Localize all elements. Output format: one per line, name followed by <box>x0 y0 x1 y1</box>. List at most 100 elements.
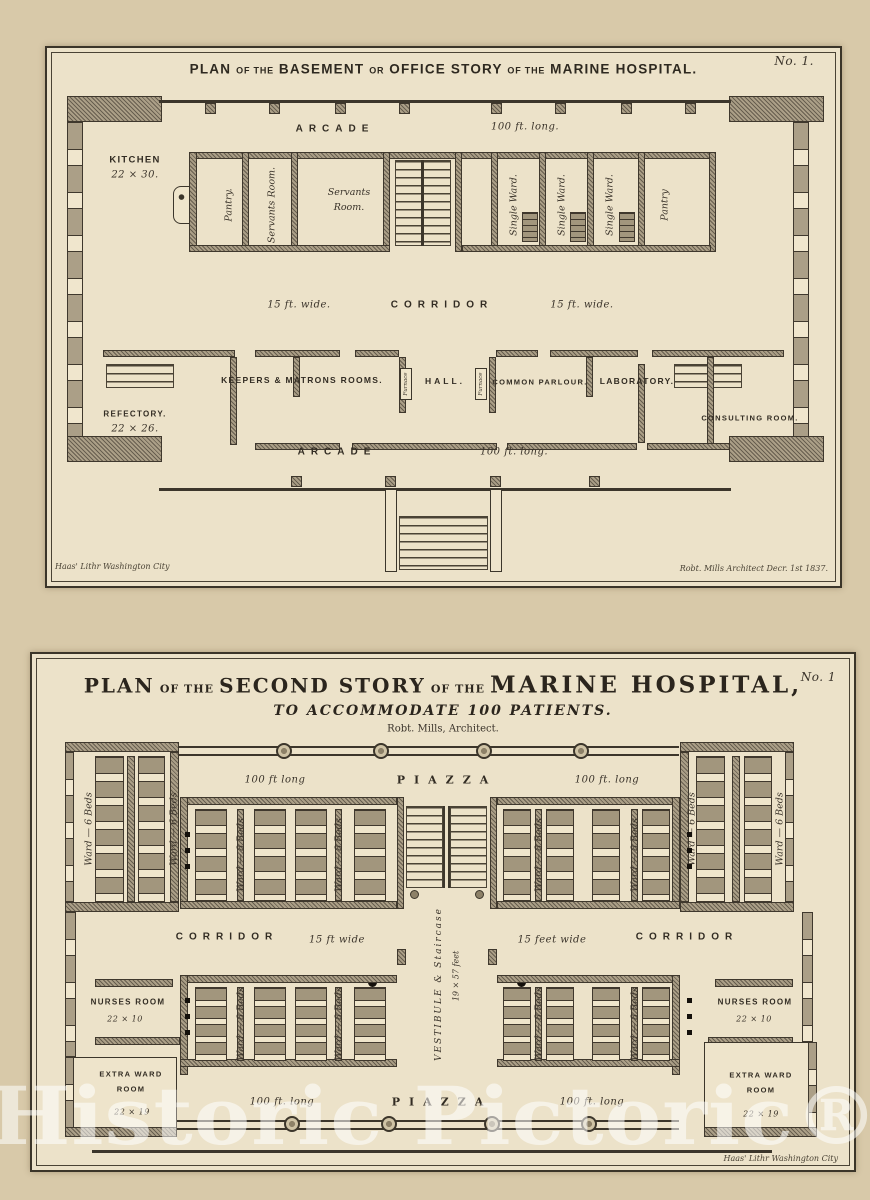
wall-segment <box>127 756 135 902</box>
title-part: BASEMENT <box>278 61 365 77</box>
title-part: PLAN <box>189 61 232 77</box>
ward-8-beds-label: Ward — 8 Beds <box>235 818 247 892</box>
servants-room-vertical-label: Servants Room. <box>266 166 278 244</box>
corridor-label: CORRIDOR <box>390 299 494 311</box>
vestibule-size-label: 19 × 57 feet <box>451 950 461 1002</box>
wall-segment <box>180 975 397 983</box>
piazza-line <box>177 1120 679 1122</box>
wall-segment <box>709 152 716 252</box>
wall-east <box>785 752 794 902</box>
bed-row <box>195 809 227 901</box>
stove-dot <box>185 1030 190 1035</box>
wall-segment <box>335 987 342 1061</box>
entry-stair-wall <box>490 489 502 572</box>
piazza-column <box>381 1116 397 1132</box>
bed-row <box>592 809 620 901</box>
bed-row <box>546 809 574 901</box>
wall-segment <box>170 752 179 902</box>
bed-row <box>354 809 386 901</box>
stove-dot <box>687 848 692 853</box>
wall-segment <box>291 152 298 252</box>
wall-segment <box>497 975 680 983</box>
title-part: OF THE <box>507 65 546 76</box>
wall-pavilion <box>729 96 824 122</box>
extra-ward-room-label: ROOM <box>116 1084 146 1094</box>
wall-segment <box>715 979 793 987</box>
wall-segment <box>680 902 794 912</box>
plate-subtitle: TO ACCOMMODATE 100 PATIENTS. <box>273 703 613 719</box>
stove-dot <box>687 832 692 837</box>
wall-segment <box>586 357 593 397</box>
bed-row <box>744 756 772 902</box>
consulting-room-label: CONSULTING ROOM. <box>701 413 799 423</box>
wall-segment <box>550 350 638 357</box>
bed-row <box>295 987 327 1061</box>
title-part: SECOND STORY <box>219 673 426 698</box>
wall-segment <box>455 152 462 252</box>
servants-room-label: Servants Room. <box>327 186 371 213</box>
wall-segment <box>103 350 235 357</box>
stove-dot <box>185 998 190 1003</box>
wall-pavilion <box>729 436 824 462</box>
wall-segment <box>497 1059 680 1067</box>
wall-segment <box>489 357 496 413</box>
bed-row <box>592 987 620 1061</box>
extra-ward-label: EXTRA WARD <box>99 1069 163 1079</box>
stair-flight <box>450 806 487 888</box>
wall-segment <box>180 797 397 805</box>
wall-segment <box>255 350 340 357</box>
nurses-room-size-label: 22 × 10 <box>107 1014 143 1024</box>
piazza-column <box>573 743 589 759</box>
ward-8-beds-label: Ward — 8 Beds <box>333 818 345 892</box>
corridor-width-label: 15 ft. wide. <box>267 299 331 311</box>
piazza-length-label: 100 ft. long <box>249 1096 315 1108</box>
piazza-column <box>484 1116 500 1132</box>
lithographer-credit: Haas' Lithr Washington City <box>55 562 170 571</box>
bed-row <box>354 987 386 1061</box>
wall-segment <box>237 987 244 1061</box>
arcade-pier <box>205 103 216 114</box>
piazza-column <box>373 743 389 759</box>
entry-stair-wall <box>385 489 397 572</box>
bed-row <box>642 809 670 901</box>
ward-bed <box>522 212 538 242</box>
arcade-bottom-label: ARCADE <box>297 446 377 458</box>
bed-row <box>503 987 531 1061</box>
piazza-length-label: 100 ft. long <box>559 1096 625 1108</box>
refectory-label: REFECTORY. <box>103 409 167 419</box>
wall-west <box>65 912 76 1057</box>
ward-6-beds-label: Ward — 6 Beds <box>83 792 95 866</box>
wall-segment <box>189 245 390 252</box>
bed-row <box>546 987 574 1061</box>
architect-credit: Robt. Mills Architect Decr. 1st 1837. <box>679 564 828 573</box>
wall-segment <box>355 350 399 357</box>
piazza-column <box>581 1116 597 1132</box>
wall-segment <box>237 809 244 901</box>
piazza-line <box>177 1128 679 1130</box>
wall-east <box>802 912 813 1042</box>
wall-segment <box>397 797 404 909</box>
wall-segment <box>180 797 188 909</box>
arcade-line <box>159 488 731 491</box>
bed-row <box>195 987 227 1061</box>
wall-segment <box>672 975 680 1075</box>
plate-title: PLAN OF THE SECOND STORY OF THE MARINE H… <box>84 672 802 699</box>
wall-segment <box>497 901 680 909</box>
plate-inner-frame <box>51 52 836 582</box>
piazza-column <box>276 743 292 759</box>
stair-newel <box>475 890 484 899</box>
wall-segment <box>462 245 711 252</box>
common-parlour-label: COMMON PARLOUR. <box>492 377 588 387</box>
stair-rail <box>443 806 450 888</box>
arcade-label: ARCADE <box>295 123 375 135</box>
wall-segment <box>638 152 645 252</box>
wall-segment <box>95 979 173 987</box>
nurses-room-label: NURSES ROOM <box>90 997 166 1007</box>
refectory-size-label: 22 × 26. <box>111 423 159 435</box>
wall-segment <box>535 987 542 1061</box>
wall-segment <box>65 742 179 752</box>
arcade-line <box>159 100 731 103</box>
arcade-bottom-length-label: 100 ft. long. <box>479 446 549 458</box>
pantry-left-label: Pantry. <box>223 188 235 222</box>
piazza-column <box>476 743 492 759</box>
